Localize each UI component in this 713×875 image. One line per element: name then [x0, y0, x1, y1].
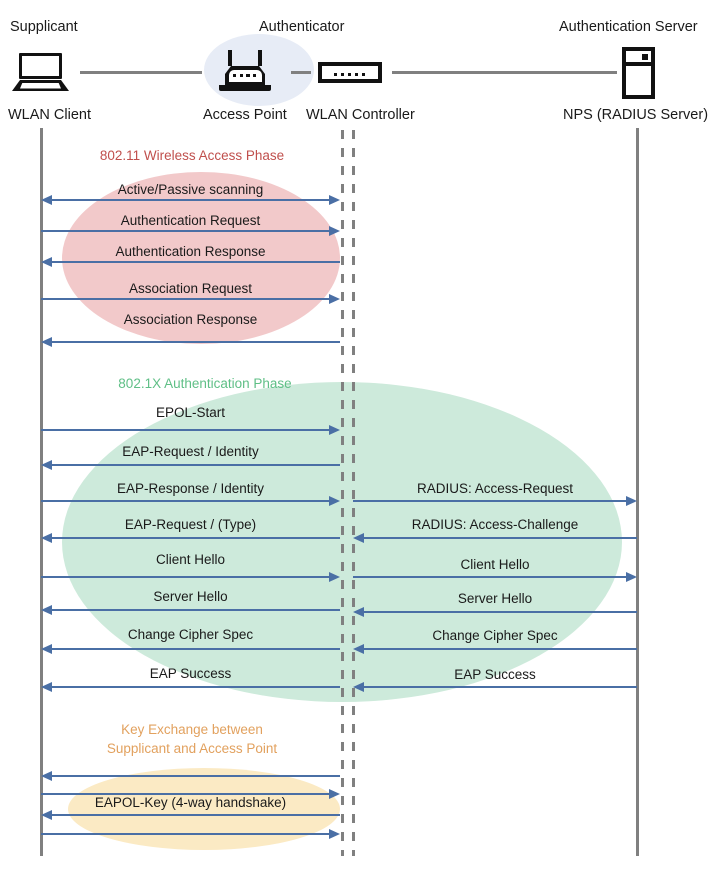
phase-ellipse-wireless-access — [62, 172, 340, 344]
actor-name-access-point: Access Point — [203, 107, 287, 123]
lifeline-auth-server — [636, 128, 639, 856]
arrow-head-right — [329, 424, 340, 435]
arrow-head-right — [329, 828, 340, 839]
arrow-head-left — [41, 532, 52, 543]
message-label: Server Hello — [153, 589, 228, 604]
arrow-head-left — [41, 604, 52, 615]
arrow-head-left — [353, 681, 364, 692]
server-icon — [622, 47, 655, 99]
message-line — [41, 429, 331, 431]
message-label: Client Hello — [155, 552, 226, 567]
phase-label-key-exchange-line1: Key Exchange between — [121, 722, 263, 737]
lifeline-access-point — [341, 130, 344, 856]
actor-name-wlan-controller: WLAN Controller — [306, 107, 415, 123]
message-line — [41, 298, 331, 300]
message-line — [41, 833, 331, 835]
message-line — [50, 686, 340, 688]
message-line — [353, 500, 628, 502]
message-label: Change Cipher Spec — [127, 627, 254, 642]
arrow-head-left — [41, 809, 52, 820]
actor-role-supplicant: Supplicant — [10, 19, 78, 35]
message-line — [50, 199, 331, 201]
arrow-head-right — [329, 788, 340, 799]
message-line — [50, 814, 340, 816]
arrow-head-left — [353, 606, 364, 617]
wlan-controller-icon — [318, 62, 382, 83]
message-label: Active/Passive scanning — [117, 182, 264, 197]
message-line — [41, 230, 331, 232]
message-label: EAP-Request / (Type) — [124, 517, 257, 532]
message-label: Server Hello — [457, 591, 533, 606]
message-label: EAPOL-Key (4-way handshake) — [94, 795, 287, 810]
actor-name-nps-radius-server: NPS (RADIUS Server) — [563, 107, 709, 123]
message-label: Association Request — [128, 281, 253, 296]
message-line — [41, 793, 331, 795]
lifeline-supplicant — [40, 128, 43, 856]
link-client-to-ap — [80, 71, 202, 74]
message-line — [50, 537, 340, 539]
arrow-head-right — [329, 194, 340, 205]
arrow-head-left — [41, 336, 52, 347]
arrow-head-left — [41, 681, 52, 692]
message-line — [41, 500, 331, 502]
lifeline-wlan-controller — [352, 130, 355, 856]
phase-label-key-exchange-line2: Supplicant and Access Point — [106, 741, 278, 756]
link-controller-to-server — [392, 71, 617, 74]
message-line — [50, 648, 340, 650]
arrow-head-left — [41, 643, 52, 654]
arrow-head-right — [329, 571, 340, 582]
actor-role-authenticator: Authenticator — [259, 19, 345, 35]
message-line — [50, 775, 340, 777]
arrow-head-left — [41, 194, 52, 205]
arrow-head-right — [329, 495, 340, 506]
message-line — [50, 341, 340, 343]
message-label: EPOL-Start — [155, 405, 226, 420]
message-label: RADIUS: Access-Challenge — [411, 517, 579, 532]
arrow-head-right — [626, 495, 637, 506]
arrow-head-left — [41, 770, 52, 781]
message-line — [362, 686, 637, 688]
arrow-head-right — [329, 225, 340, 236]
access-point-icon — [219, 50, 271, 91]
link-ap-to-controller — [291, 71, 311, 74]
arrow-head-left — [353, 643, 364, 654]
message-label: EAP Success — [149, 666, 232, 681]
message-label: Association Response — [123, 312, 258, 327]
arrow-head-right — [626, 571, 637, 582]
message-line — [50, 609, 340, 611]
message-line — [362, 648, 637, 650]
message-line — [362, 537, 637, 539]
message-label: EAP Success — [454, 667, 536, 682]
message-line — [50, 464, 340, 466]
message-label: Authentication Request — [120, 213, 261, 228]
actor-name-wlan-client: WLAN Client — [8, 107, 91, 123]
arrow-head-left — [353, 532, 364, 543]
message-label: Authentication Response — [115, 244, 266, 259]
message-label: Client Hello — [460, 557, 530, 572]
message-label: EAP-Response / Identity — [116, 481, 265, 496]
arrow-head-left — [41, 256, 52, 267]
arrow-head-right — [329, 293, 340, 304]
phase-ellipse-key-exchange — [68, 768, 340, 850]
message-line — [50, 261, 340, 263]
message-label: Change Cipher Spec — [432, 628, 558, 643]
actor-role-authentication-server: Authentication Server — [559, 19, 698, 35]
message-line — [353, 576, 628, 578]
phase-label-dot1x-authentication: 802.1X Authentication Phase — [118, 376, 292, 391]
message-line — [362, 611, 637, 613]
laptop-icon — [12, 53, 69, 91]
phase-label-wireless-access: 802.11 Wireless Access Phase — [99, 148, 285, 163]
arrow-head-left — [41, 459, 52, 470]
message-line — [41, 576, 331, 578]
message-label: EAP-Request / Identity — [122, 444, 259, 459]
message-label: RADIUS: Access-Request — [416, 481, 574, 496]
